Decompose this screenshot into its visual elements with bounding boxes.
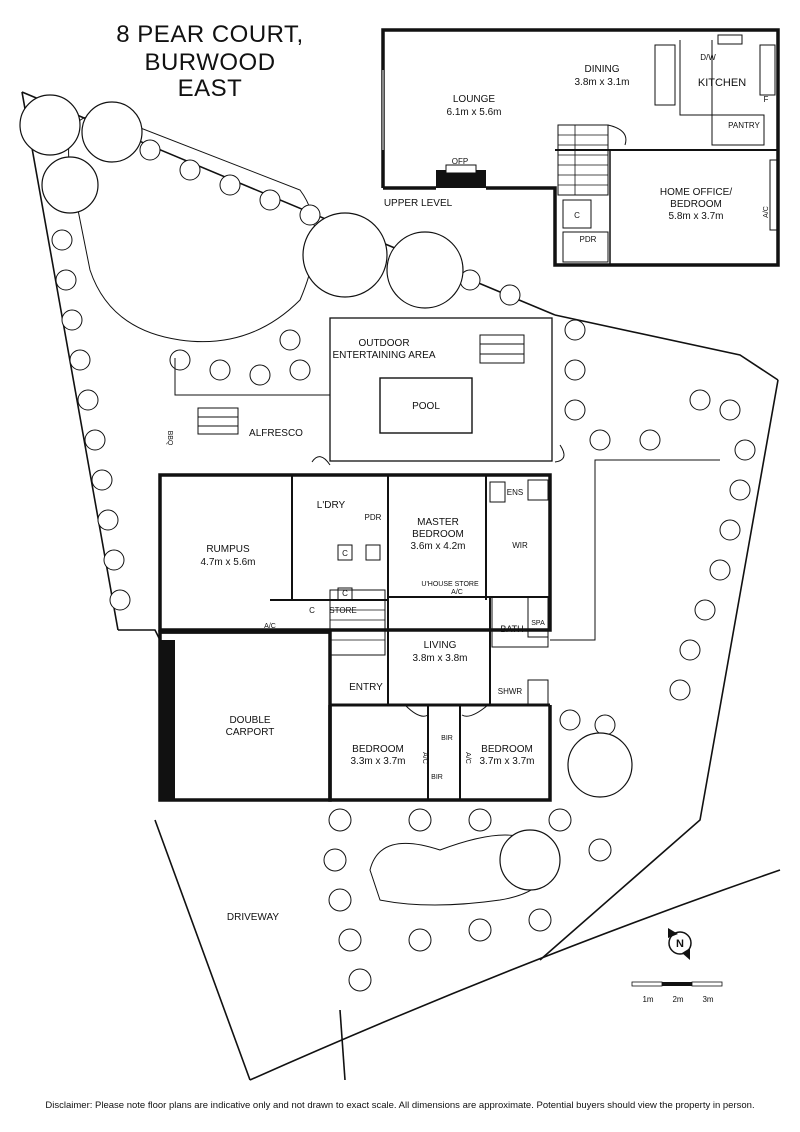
lounge-label: LOUNGE (453, 94, 496, 105)
living-dims: 3.8m x 3.8m (412, 653, 467, 664)
rumpus-dims: 4.7m x 5.6m (200, 557, 255, 568)
carport-label-2: CARPORT (226, 727, 275, 738)
ensuite-label: ENS (507, 488, 523, 497)
home-office-label-2: BEDROOM (670, 199, 722, 210)
bbq-label: BBQ (166, 431, 173, 446)
upper-aircon-label: A/C (763, 206, 770, 218)
lounge-dims: 6.1m x 5.6m (446, 107, 501, 118)
upper-level-caption: UPPER LEVEL (384, 198, 453, 209)
home-office-dims: 5.8m x 3.7m (668, 211, 723, 222)
bath-label: BATH (500, 624, 523, 634)
ground-level-labels: OUTDOOR ENTERTAINING AREA POOL ALFRESCO … (166, 338, 545, 923)
driveway-label: DRIVEWAY (227, 912, 280, 923)
bedroom-right-dims: 3.7m x 3.7m (479, 756, 534, 767)
dishwasher-label: D/W (700, 53, 716, 62)
upper-cupboard-label: C (574, 211, 580, 220)
dining-dims: 3.8m x 3.1m (574, 77, 629, 88)
upper-level-labels: LOUNGE 6.1m x 5.6m DINING 3.8m x 3.1m KI… (384, 53, 770, 244)
master-dims: 3.6m x 4.2m (410, 541, 465, 552)
home-office-label: HOME OFFICE/ (660, 187, 732, 198)
wir-label: WIR (512, 541, 528, 550)
outdoor-label: OUTDOOR (358, 338, 409, 349)
underhouse-label: U'HOUSE STORE (421, 581, 479, 588)
bedroom-right-label: BEDROOM (481, 744, 533, 755)
laundry-cupboard-label: C (342, 549, 348, 558)
bedroom-left-aircon: A/C (421, 752, 428, 764)
ground-level-walls (158, 317, 720, 802)
bedroom-left-label: BEDROOM (352, 744, 404, 755)
spa-label: SPA (531, 620, 545, 627)
entry-label: ENTRY (349, 682, 383, 693)
carport-label: DOUBLE (229, 715, 270, 726)
paving-markers (197, 334, 525, 435)
master-label: MASTER (417, 517, 459, 528)
pantry-label: PANTRY (728, 121, 760, 130)
underhouse-aircon-label: A/C (451, 589, 463, 596)
compass-icon: N (668, 928, 692, 960)
scale-3m: 3m (702, 995, 713, 1004)
bedroom-right-aircon: A/C (464, 752, 471, 764)
scale-2m: 2m (672, 995, 683, 1004)
rumpus-label: RUMPUS (206, 544, 250, 555)
garden-shrubs (49, 115, 756, 992)
trees (19, 94, 633, 891)
disclaimer: Disclaimer: Please note floor plans are … (45, 1100, 755, 1111)
bedroom-left-dims: 3.3m x 3.7m (350, 756, 405, 767)
fireplace-label: OFP (452, 157, 468, 166)
master-label-2: BEDROOM (412, 529, 464, 540)
scale-1m: 1m (642, 995, 653, 1004)
bir-top-label: BIR (441, 735, 453, 742)
kitchen-label: KITCHEN (698, 77, 746, 89)
scale-bar: 1m 2m 3m (631, 981, 723, 1004)
outdoor-label-2: ENTERTAINING AREA (333, 350, 436, 361)
compass-label: N (676, 938, 684, 950)
address-line-1: 8 PEAR COURT, (116, 21, 304, 48)
dining-label: DINING (585, 64, 620, 75)
ground-powder-label: PDR (365, 513, 382, 522)
shower-label: SHWR (498, 687, 523, 696)
fridge-label: F (764, 95, 769, 104)
store-label: STORE (329, 606, 356, 615)
store-cupboard-label: C (309, 606, 315, 615)
upper-level-plan (381, 28, 780, 267)
upper-powder-label: PDR (580, 235, 597, 244)
rumpus-aircon-label: A/C (264, 623, 276, 630)
pool-label: POOL (412, 401, 440, 412)
alfresco-label: ALFRESCO (249, 428, 303, 439)
laundry-label: L'DRY (317, 500, 346, 511)
address-line-2: BURWOOD EAST (144, 49, 276, 102)
bir-bottom-label: BIR (431, 774, 443, 781)
living-label: LIVING (424, 640, 457, 651)
hall-cupboard-label: C (342, 589, 348, 598)
